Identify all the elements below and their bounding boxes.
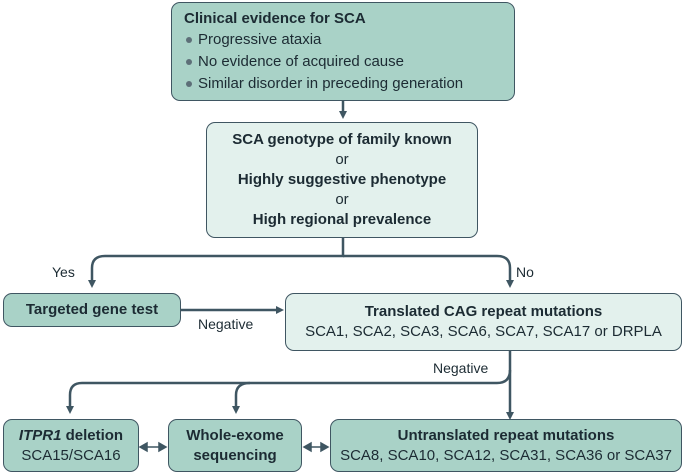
- itpr1-gene-name: ITPR1: [18, 426, 62, 444]
- no-label: No: [516, 264, 534, 280]
- criteria-genotype: SCA genotype of family known: [232, 131, 452, 148]
- whole-exome-line2: sequencing: [193, 446, 277, 464]
- whole-exome-line1: Whole-exome: [186, 426, 284, 444]
- arrow-criteria-to-targeted: [88, 238, 345, 288]
- negative-label: Negative: [198, 316, 254, 332]
- translated-cag-list: SCA1, SCA2, SCA3, SCA6, SCA7, SCA17 or D…: [305, 323, 662, 340]
- targeted-gene-test-title: Targeted gene test: [25, 301, 159, 318]
- arrow-criteria-to-translated: [343, 254, 514, 288]
- negative-label: Negative: [433, 360, 489, 376]
- criteria-prevalence: High regional prevalence: [252, 211, 432, 228]
- itpr1-deletion-sub: SCA15/SCA16: [21, 446, 121, 464]
- clinical-evidence-list: Progressive ataxia No evidence of acquir…: [184, 29, 502, 95]
- whole-exome-box: Whole-exome sequencing: [168, 419, 302, 472]
- targeted-gene-test-box: Targeted gene test: [3, 293, 181, 327]
- untranslated-repeat-list: SCA8, SCA10, SCA12, SCA31, SCA36 or SCA3…: [340, 446, 672, 464]
- itpr1-deletion-title: ITPR1 deletion: [19, 426, 123, 446]
- itpr1-deletion-word: deletion: [61, 426, 124, 444]
- untranslated-repeat-box: Untranslated repeat mutations SCA8, SCA1…: [330, 419, 682, 472]
- bullet-item: Similar disorder in preceding generation: [184, 73, 502, 95]
- translated-cag-title: Translated CAG repeat mutations: [364, 303, 603, 320]
- criteria-phenotype: Highly suggestive phenotype: [237, 171, 447, 188]
- arrow-translated-to-itpr1: [66, 369, 512, 414]
- clinical-evidence-box: Clinical evidence for SCA Progressive at…: [171, 2, 515, 101]
- criteria-box: SCA genotype of family known or Highly s…: [206, 122, 478, 238]
- bullet-item: No evidence of acquired cause: [184, 51, 502, 73]
- clinical-evidence-title: Clinical evidence for SCA: [184, 10, 366, 27]
- bullet-item: Progressive ataxia: [184, 29, 502, 51]
- criteria-or: or: [335, 151, 349, 168]
- itpr1-deletion-box: ITPR1 deletion SCA15/SCA16: [3, 419, 139, 472]
- yes-label: Yes: [52, 264, 75, 280]
- criteria-or: or: [335, 191, 349, 208]
- translated-cag-box: Translated CAG repeat mutations SCA1, SC…: [285, 293, 682, 351]
- untranslated-repeat-title: Untranslated repeat mutations: [397, 426, 615, 444]
- arrow-translated-to-wes: [232, 381, 251, 414]
